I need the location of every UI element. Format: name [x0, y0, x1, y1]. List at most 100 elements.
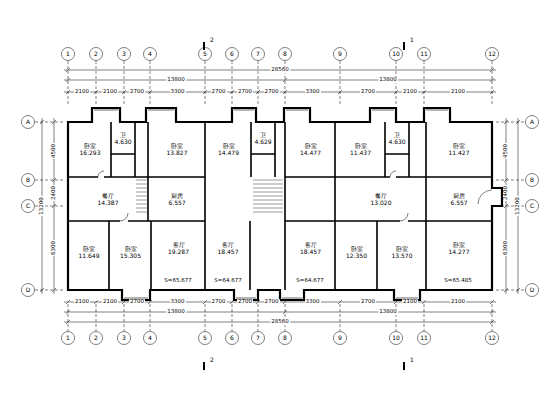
- guide-line: [504, 288, 508, 292]
- balcony-rail: [94, 110, 448, 298]
- guide-line: [64, 80, 496, 81]
- guide-line: [203, 300, 207, 304]
- guide-line: [150, 61, 151, 104]
- axis-number: 4: [147, 335, 153, 341]
- room-area: 15.305: [120, 253, 141, 260]
- room-area: 11.437: [350, 150, 371, 157]
- stair-tread: [136, 188, 147, 189]
- axis-bubble: [90, 48, 103, 61]
- room-area: 14.477: [300, 150, 321, 157]
- guide-line: [52, 204, 56, 208]
- axis-bubble: [22, 116, 35, 129]
- guide-line: [490, 300, 494, 304]
- axis-bubble: [279, 48, 292, 61]
- guide-line: [424, 61, 425, 104]
- dimension: 4500: [51, 143, 57, 159]
- axis-number: 9: [337, 335, 343, 341]
- stair-tread: [253, 204, 283, 205]
- section-mark: [403, 42, 405, 50]
- stair-tread: [253, 184, 283, 185]
- axis-number: 8: [282, 51, 288, 57]
- axis-bubble: [390, 332, 403, 345]
- guide-line: [68, 61, 69, 104]
- guide-line: [40, 120, 44, 124]
- guide-line: [496, 122, 525, 123]
- stair-tread: [253, 192, 283, 193]
- axis-number: 3: [121, 51, 127, 57]
- room: 卧室16.293: [70, 124, 110, 176]
- stair-tread: [253, 200, 283, 201]
- dimension: 28560: [270, 67, 290, 73]
- guide-line: [492, 304, 493, 331]
- unit-area: S=64.677: [213, 278, 242, 284]
- axis-bubble: [226, 332, 239, 345]
- stair-tread: [136, 196, 147, 197]
- axis-bubble: [334, 48, 347, 61]
- guide-line: [40, 288, 44, 292]
- unit-area: S=65.677: [163, 278, 192, 284]
- dimension: 2400: [51, 185, 57, 201]
- room-area: 13.020: [371, 200, 392, 207]
- axis-number: B: [25, 177, 31, 183]
- dimension: 13800: [166, 77, 186, 83]
- guide-line: [66, 300, 70, 304]
- guide-line: [96, 304, 97, 331]
- guide-line: [283, 90, 287, 94]
- room-name: 卫: [394, 132, 400, 139]
- guide-line: [232, 61, 233, 104]
- axis-bubble: [62, 48, 75, 61]
- axis-bubble: [526, 200, 539, 213]
- room-name: 卧室: [84, 143, 96, 150]
- axis-number: 2: [209, 357, 215, 363]
- dimension: 4500: [503, 143, 509, 159]
- guide-line: [35, 180, 64, 181]
- guide-line: [68, 304, 69, 331]
- room-area: 4.630: [388, 139, 405, 146]
- guide-line: [66, 320, 70, 324]
- axis-number: 4: [147, 51, 153, 57]
- room-area: 11.649: [79, 253, 100, 260]
- guide-line: [504, 204, 508, 208]
- dimension: 3300: [170, 299, 186, 305]
- dimension: 13200: [515, 196, 521, 216]
- room: 客厅18.457: [207, 223, 249, 275]
- stair-tread: [253, 212, 283, 213]
- stair-tread: [136, 184, 147, 185]
- dimension: 6300: [51, 240, 57, 256]
- room-area: 16.293: [80, 150, 101, 157]
- axis-number: 10: [391, 335, 401, 341]
- dimension: 2700: [360, 89, 376, 95]
- room-area: 6.557: [168, 200, 185, 207]
- guide-line: [492, 61, 493, 104]
- guide-line: [35, 122, 64, 123]
- axis-number: C: [25, 203, 31, 209]
- axis-number: 7: [255, 51, 261, 57]
- guide-line: [230, 90, 234, 94]
- room: 客厅19.287: [153, 223, 204, 275]
- stair-tread: [136, 200, 147, 201]
- guide-line: [94, 300, 98, 304]
- room: 卧室14.479: [207, 124, 250, 176]
- room: 卧室14.477: [287, 124, 334, 176]
- dimension: 2700: [264, 89, 280, 95]
- room-area: 6.557: [450, 200, 467, 207]
- dimension: 2100: [402, 299, 418, 305]
- stair-tread: [136, 180, 147, 181]
- axis-bubble: [22, 174, 35, 187]
- axis-bubble: [252, 48, 265, 61]
- guide-line: [516, 120, 520, 124]
- guide-line: [516, 288, 520, 292]
- guide-line: [258, 61, 259, 104]
- door-swing: [98, 171, 492, 221]
- dimension: 3300: [305, 89, 321, 95]
- room-area: 12.350: [346, 253, 367, 260]
- room-name: 餐厅: [102, 193, 114, 200]
- guide-line: [66, 310, 70, 314]
- dimension: 2100: [402, 89, 418, 95]
- axis-number: D: [529, 287, 536, 293]
- room-area: 18.457: [300, 249, 321, 256]
- unit-area: S=64.677: [295, 278, 324, 284]
- axis-number: 9: [337, 51, 343, 57]
- room-name: 卧室: [125, 246, 137, 253]
